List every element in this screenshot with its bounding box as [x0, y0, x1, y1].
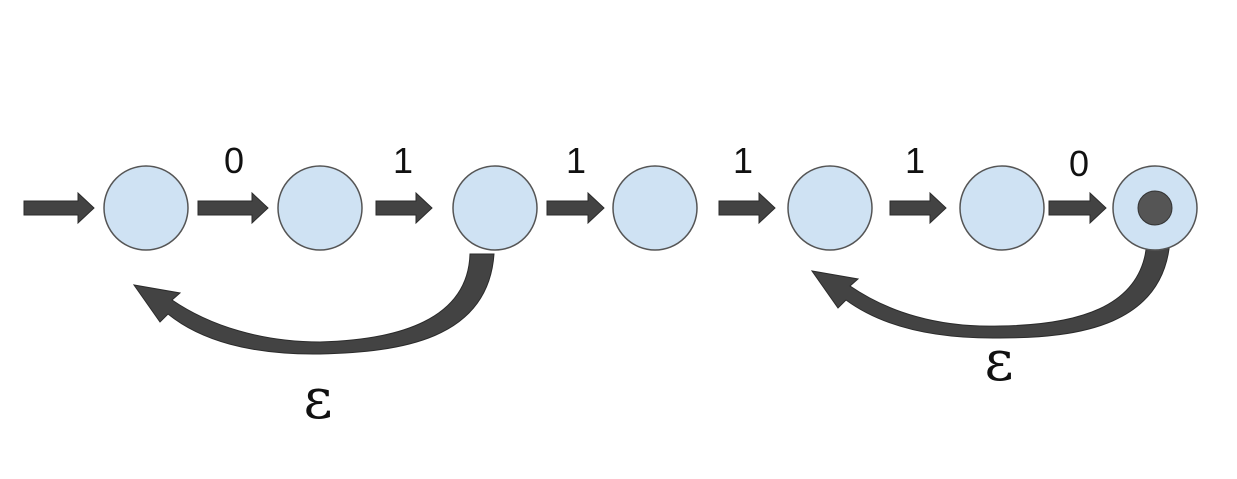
transition-label-0-1: 0 [224, 140, 244, 181]
epsilon-label-6-4: ε [984, 329, 1013, 394]
state-1 [277, 165, 363, 251]
transition-arrow-1-2 [375, 191, 433, 225]
transition-label-4-5: 1 [905, 140, 925, 181]
epsilon-label-2-0: ε [303, 367, 332, 432]
state-4 [787, 165, 873, 251]
epsilon-arrow-2-0 [132, 253, 495, 355]
final-state-dot [1137, 190, 1173, 226]
state-3 [612, 165, 698, 251]
transition-arrow-0-1 [197, 191, 269, 225]
start-arrow [23, 191, 95, 225]
transition-label-1-2: 1 [393, 140, 413, 181]
state-5 [959, 165, 1045, 251]
epsilon-arrow-6-4 [810, 239, 1171, 339]
state-2 [452, 165, 538, 251]
transition-label-3-4: 1 [733, 140, 753, 181]
transition-arrow-2-3 [546, 191, 605, 225]
state-0 [103, 165, 189, 251]
transition-arrow-5-6 [1048, 191, 1107, 225]
transition-arrow-3-4 [718, 191, 776, 225]
transition-label-5-6: 0 [1069, 143, 1089, 184]
transition-label-2-3: 1 [566, 140, 586, 181]
transition-arrow-4-5 [889, 191, 947, 225]
